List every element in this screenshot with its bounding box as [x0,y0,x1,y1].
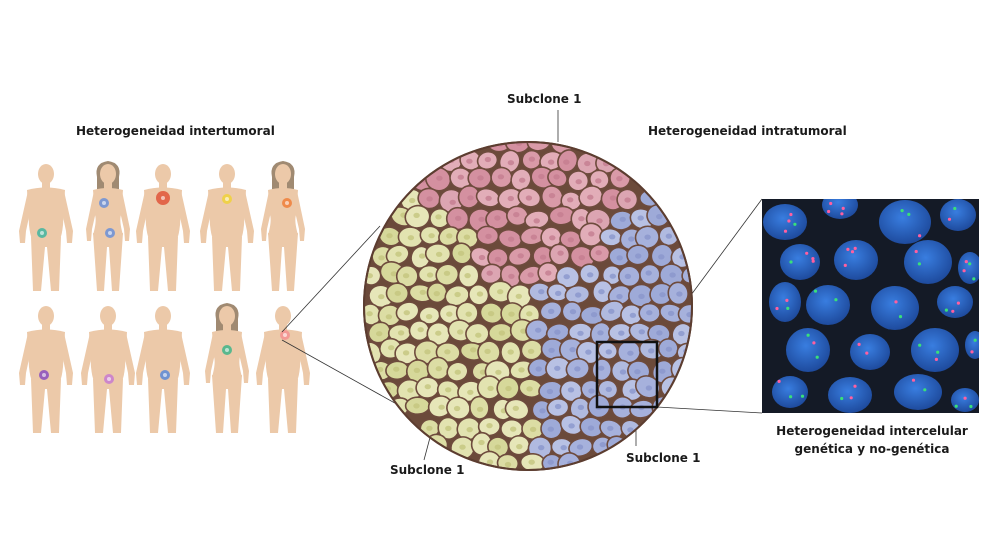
subclone-bottom-left-label: Subclone 1 [390,463,465,477]
subclone-top-label: Subclone 1 [507,92,582,106]
cell-nucleus [834,240,878,280]
tumor-cell [526,143,552,152]
cell-nucleus [937,286,973,318]
person-figure [81,306,135,433]
cell-nucleus [911,328,959,372]
intercellular-caption-line1: Heterogeneidad intercelular [776,424,968,438]
person-figure [136,164,190,291]
person-figure [86,161,130,291]
cell-nucleus [871,286,919,330]
intercellular-caption-line2: genética y no-genética [794,442,950,456]
subclone-bottom-right-label: Subclone 1 [626,451,701,465]
cell-nucleus [958,252,979,284]
person-figure [136,306,190,433]
person-figure [19,306,73,433]
intercellular-caption: Heterogeneidad intercelular genética y n… [772,422,972,458]
cell-nucleus [879,200,931,244]
person-figure [19,164,73,291]
cell-nucleus [951,388,979,412]
cell-nucleus [965,331,979,359]
microscopy-image [762,199,979,413]
cell-nucleus [772,376,808,408]
cell-nucleus [940,199,976,231]
person-figure [200,164,254,291]
cell-nucleus [904,240,952,284]
cell-nucleus [822,199,858,219]
zoom-box [595,340,659,409]
intratumoral-label: Heterogeneidad intratumoral [648,124,847,138]
cell-nucleus [894,374,942,410]
tumor-cross-section [363,141,693,471]
person-figure [205,303,249,433]
cell-nucleus [769,282,801,322]
person-figure [256,306,310,433]
cell-nucleus [763,204,807,240]
cell-nucleus [806,285,850,325]
person-figure [261,161,305,291]
intertumoral-label: Heterogeneidad intertumoral [76,124,275,138]
cell-nucleus [850,334,890,370]
cell-nucleus [780,244,820,280]
cell-nucleus [828,377,872,413]
cell-nucleus [786,328,830,372]
patient-figures [19,161,310,433]
